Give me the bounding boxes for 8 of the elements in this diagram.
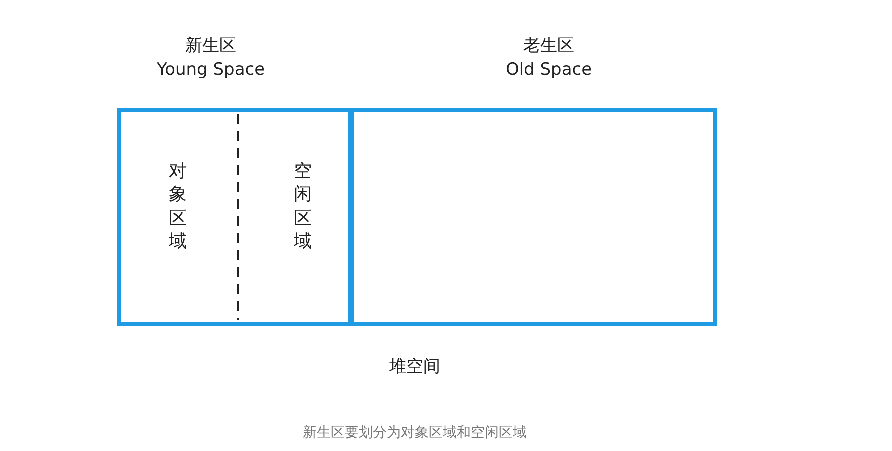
- heap-label: 堆空间: [390, 356, 440, 378]
- region-label: 空闲区域: [294, 160, 312, 254]
- space-subtitle: Young Space: [156, 60, 266, 80]
- space-subtitle: Old Space: [506, 60, 592, 80]
- space-title: 老生区: [524, 35, 574, 57]
- region-label: 对象区域: [169, 160, 187, 254]
- figure-caption: 新生区要划分为对象区域和空闲区域: [303, 424, 527, 442]
- space-title: 新生区: [186, 35, 236, 57]
